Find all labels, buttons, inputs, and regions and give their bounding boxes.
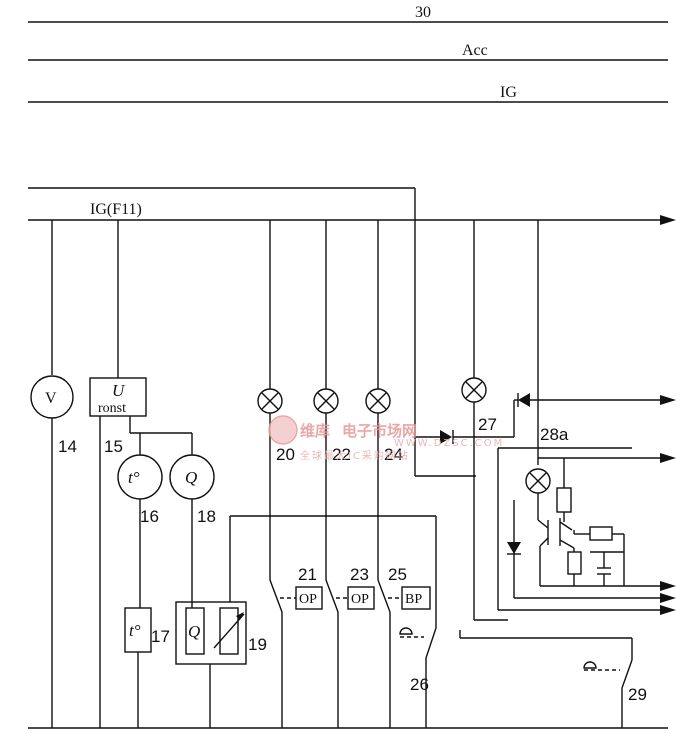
voltmeter-symbol: V — [45, 390, 57, 407]
label-27: 27 — [478, 415, 497, 434]
bus-igf11-label: IG(F11) — [90, 201, 142, 218]
bus-igf11-arrow — [660, 215, 676, 225]
resistor-3 — [567, 551, 582, 575]
label-26: 26 — [410, 675, 429, 694]
label-14: 14 — [58, 437, 77, 456]
temperature-gauge-16 — [117, 454, 163, 500]
label-18: 18 — [197, 507, 216, 526]
label-28a: 28a — [540, 425, 569, 444]
watermark-tagline: 全球最大IC采购网站 — [300, 449, 410, 462]
fuel-sender-variable — [219, 607, 239, 655]
label-24: 24 — [384, 445, 403, 464]
temp-sensor-symbol: t° — [129, 621, 141, 640]
fuel-gauge-symbol: Q — [185, 468, 197, 487]
resistor-2 — [589, 526, 613, 541]
fuel-sender-resistor — [185, 607, 205, 655]
watermark-sub: WWW.DZSC.COM — [394, 438, 504, 449]
bus-acc-label: Acc — [462, 42, 488, 59]
label-20: 20 — [276, 445, 295, 464]
arrow-28a — [660, 453, 676, 463]
switch-23 — [325, 579, 339, 613]
transistor-1 — [537, 519, 549, 529]
op-box-21: OP — [299, 592, 317, 607]
brake-pressure-sender-25 — [401, 586, 431, 610]
label-29: 29 — [628, 685, 647, 704]
switch-21 — [269, 579, 283, 613]
label-16: 16 — [140, 507, 159, 526]
temp-gauge-symbol: t° — [128, 468, 140, 487]
label-17: 17 — [151, 627, 170, 646]
bp-box-25: BP — [405, 592, 422, 607]
lamp-22-x2 — [317, 392, 335, 410]
switch-26 — [425, 627, 437, 659]
watermark-brand: 维库 — [300, 422, 330, 440]
switch-26-actuator — [399, 627, 413, 635]
fuel-sender-19 — [175, 601, 247, 665]
lamp-27-x2 — [465, 381, 483, 399]
variable-arrowhead — [236, 612, 244, 620]
watermark: 维库 电子市场网 WWW.DZSC.COM 全球最大IC采购网站 — [268, 415, 504, 462]
switch-29-actuator — [583, 661, 597, 669]
label-19: 19 — [248, 635, 267, 654]
diode-27-in — [440, 430, 452, 444]
arrow-mid — [660, 593, 676, 603]
stabilizer-symbol: U — [112, 381, 126, 400]
arrow-upper — [660, 395, 676, 405]
arrow-low — [660, 581, 676, 591]
lamp-28a-x2 — [529, 472, 547, 490]
lamp-24-x2 — [369, 392, 387, 410]
op-box-23: OP — [351, 592, 369, 607]
diode-upper — [518, 393, 530, 407]
fuel-sender-symbol: Q — [188, 622, 200, 641]
transistor-2 — [559, 521, 573, 531]
label-15: 15 — [104, 437, 123, 456]
switch-29 — [621, 659, 633, 689]
resistor-1 — [556, 487, 572, 513]
label-21: 21 — [298, 565, 317, 584]
stabilizer-sub: ronst — [98, 401, 126, 416]
watermark-title: 电子市场网 — [342, 422, 417, 440]
label-25: 25 — [388, 565, 407, 584]
switch-25 — [377, 579, 391, 613]
bus-30-label: 30 — [415, 4, 431, 21]
transistor-1-emitter — [539, 537, 549, 547]
stabilizer-15 — [89, 377, 147, 417]
variable-arrow — [213, 613, 245, 649]
diode-lower — [507, 542, 521, 554]
oil-pressure-sender-23 — [347, 586, 375, 610]
oil-pressure-sender-21 — [295, 586, 323, 610]
watermark-logo-icon — [268, 415, 298, 445]
transistor-2-emitter — [559, 539, 575, 549]
lamp-20-x2 — [261, 392, 279, 410]
label-22: 22 — [332, 445, 351, 464]
arrow-bottom — [660, 605, 676, 615]
label-23: 23 — [350, 565, 369, 584]
bus-ig-label: IG — [500, 84, 517, 101]
